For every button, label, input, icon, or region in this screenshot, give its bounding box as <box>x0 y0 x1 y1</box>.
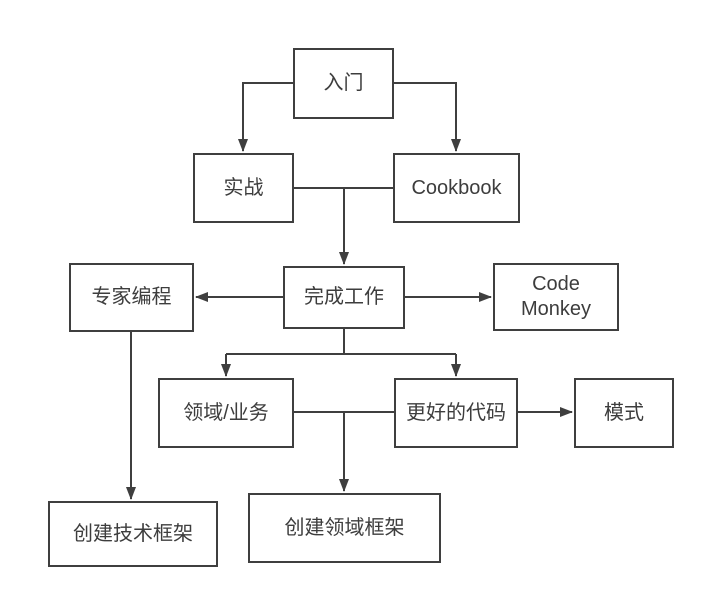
node-getting-started: 入门 <box>293 48 394 119</box>
node-create-domain-framework: 创建领域框架 <box>248 493 441 563</box>
edge-gettingstarted-practice <box>238 82 293 152</box>
node-domain-business: 领域/业务 <box>158 378 294 448</box>
node-create-tech-framework: 创建技术框架 <box>48 501 218 567</box>
node-get-work-done: 完成工作 <box>283 266 405 329</box>
node-practice: 实战 <box>193 153 294 223</box>
node-cookbook: Cookbook <box>393 153 520 223</box>
node-patterns: 模式 <box>574 378 674 448</box>
node-code-monkey: Code Monkey <box>493 263 619 331</box>
node-expert-programming: 专家编程 <box>69 263 194 332</box>
node-better-code: 更好的代码 <box>394 378 518 448</box>
edge-gettingstarted-cookbook <box>394 82 461 152</box>
